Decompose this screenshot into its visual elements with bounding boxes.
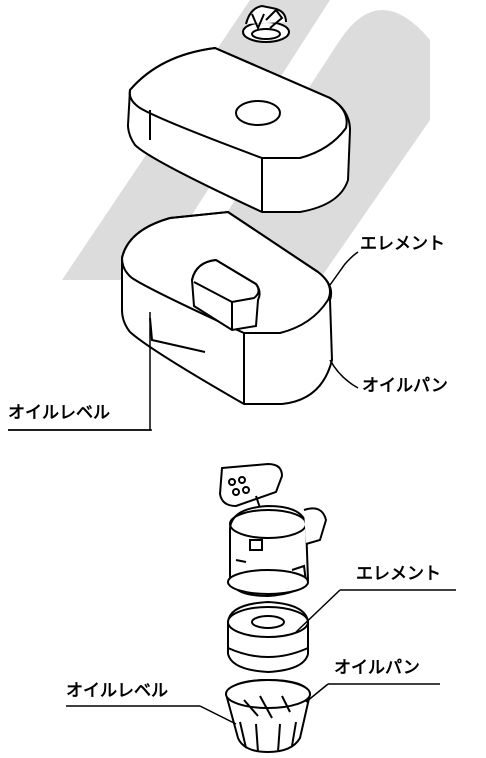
lower-oil-pan-label: オイルパン — [334, 658, 420, 678]
element-ring — [227, 600, 309, 674]
oil-pan-cup — [224, 678, 312, 754]
leader-lines-lower — [66, 589, 456, 725]
lower-oil-level-label: オイルレベル — [66, 681, 168, 701]
lower-element-label: エレメント — [356, 564, 441, 584]
oil-pan-box — [120, 210, 334, 405]
upper-element-label: エレメント — [360, 234, 445, 254]
air-cleaner-cover — [126, 46, 352, 213]
wing-nut — [242, 4, 290, 43]
intake-body — [218, 462, 328, 598]
upper-oil-pan-label: オイルパン — [362, 376, 448, 396]
upper-oil-level-label: オイルレベル — [8, 403, 110, 423]
